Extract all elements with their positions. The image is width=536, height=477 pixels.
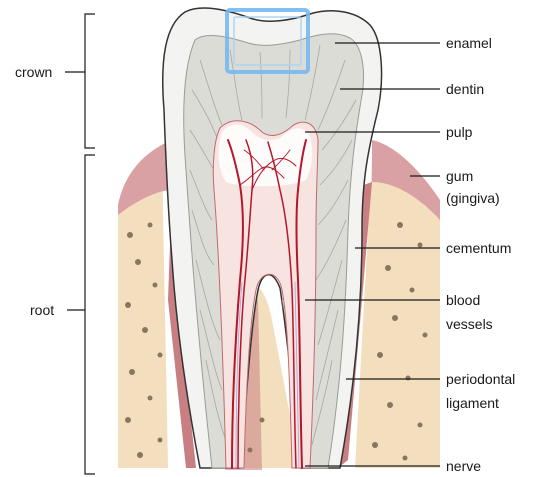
periodontal-label: periodontal: [446, 371, 515, 387]
blood-label: blood: [446, 292, 480, 308]
root-bracket: [67, 155, 95, 474]
pulp-label: pulp: [446, 124, 473, 140]
vessels-label: vessels: [446, 316, 493, 332]
ligament-label: ligament: [446, 395, 499, 411]
root-label: root: [30, 302, 54, 318]
dentin-label: dentin: [446, 81, 484, 97]
gum-label: gum: [446, 168, 473, 184]
cementum-label: cementum: [446, 240, 511, 256]
enamel-label: enamel: [446, 35, 492, 51]
nerve-label: nerve: [446, 458, 481, 474]
crown-label: crown: [15, 64, 52, 80]
crown-bracket: [65, 14, 95, 148]
gingiva-label: (gingiva): [446, 190, 500, 206]
